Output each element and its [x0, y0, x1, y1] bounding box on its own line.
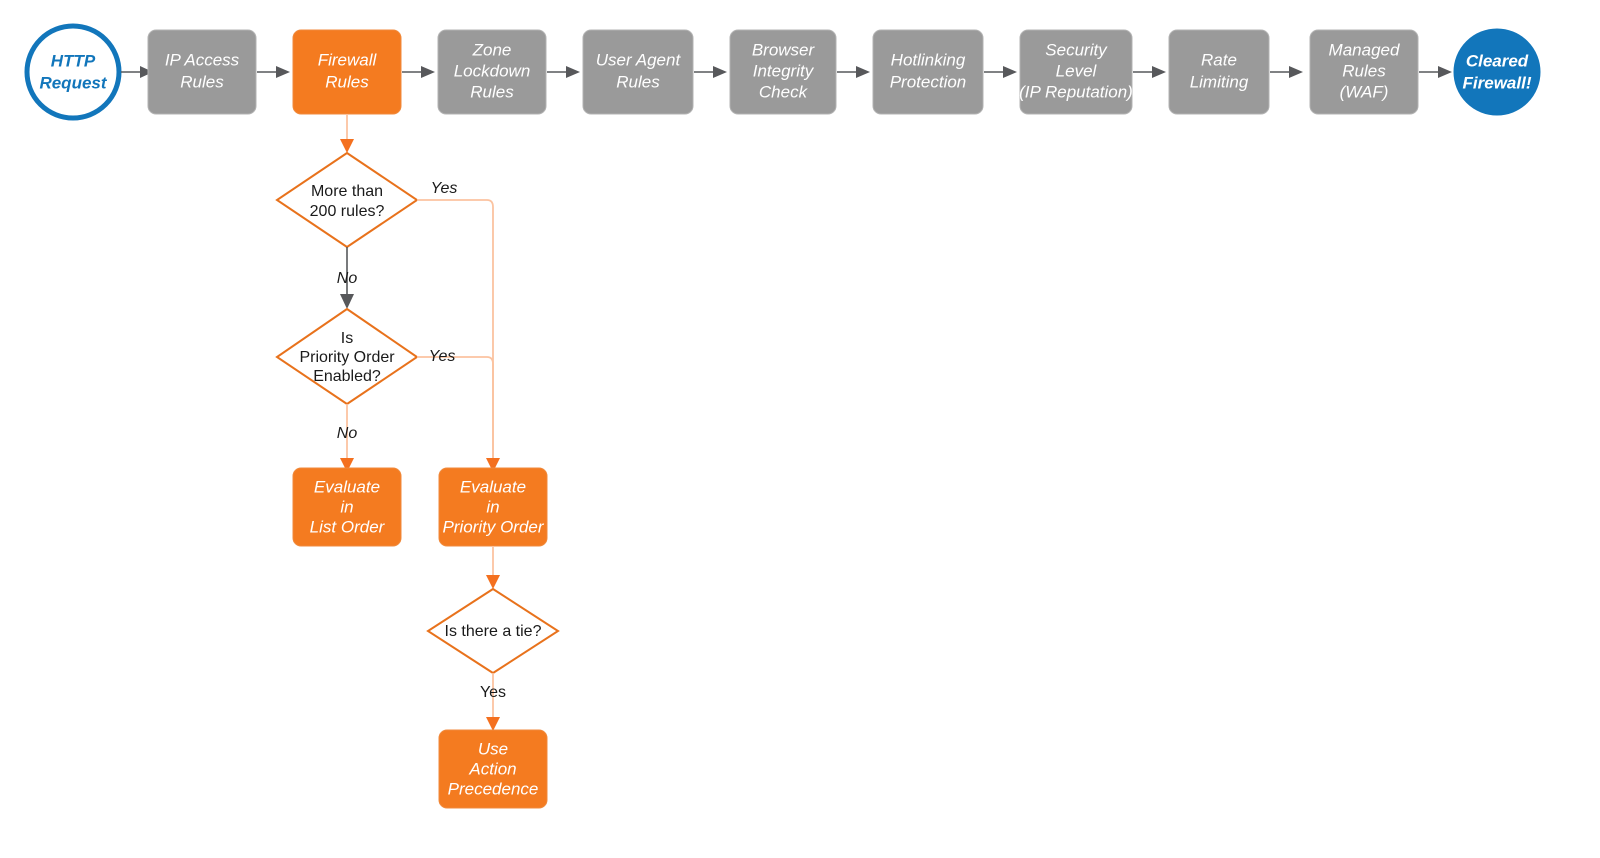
rate-limiting-line-1: Rate: [1201, 50, 1237, 69]
node-use-action-precedence[interactable]: Use Action Precedence: [438, 729, 548, 809]
zone-lockdown-rules-line-1: Zone: [472, 40, 512, 59]
arrowhead-useragent-to-browserintegrity: [713, 66, 727, 78]
node-evaluate-in-priority-order[interactable]: Evaluate in Priority Order: [438, 467, 548, 547]
use-action-precedence-line-2: Action: [468, 759, 516, 778]
node-is-there-a-tie[interactable]: Is there a tie?: [426, 587, 560, 675]
cleared-firewall-line-1: Cleared: [1466, 51, 1529, 70]
arrowhead-priorityorder-to-tie: [486, 575, 500, 589]
firewall-rules-line-2: Rules: [325, 72, 369, 91]
node-more-than-200-rules[interactable]: More than 200 rules?: [275, 151, 419, 249]
arrowhead-hotlinking-to-securitylevel: [1003, 66, 1017, 78]
managed-rules-waf-line-1: Managed: [1329, 40, 1400, 59]
use-action-precedence-line-1: Use: [478, 739, 508, 758]
managed-rules-waf-box: [1309, 29, 1419, 115]
user-agent-rules-line-2: Rules: [616, 72, 660, 91]
node-hotlinking-protection[interactable]: Hotlinking Protection: [872, 29, 984, 115]
hotlinking-protection-line-1: Hotlinking: [891, 50, 966, 69]
security-level-line-3: (IP Reputation): [1019, 82, 1133, 101]
firewall-rules-line-1: Firewall: [318, 50, 378, 69]
node-managed-rules-waf[interactable]: Managed Rules (WAF): [1309, 29, 1419, 115]
evaluate-in-list-order-line-3: List Order: [310, 517, 386, 536]
edge-label-decision1-yes: Yes: [431, 180, 458, 197]
edge-label-decision2-yes: Yes: [429, 348, 456, 365]
edge-decision2-yes: [417, 356, 494, 460]
is-priority-order-enabled-line-3: Enabled?: [313, 368, 381, 385]
rate-limiting-box: [1168, 29, 1270, 115]
user-agent-rules-line-1: User Agent: [596, 50, 682, 69]
browser-integrity-check-line-3: Check: [759, 82, 809, 101]
arrowhead-ipaccess-to-firewall: [276, 66, 290, 78]
use-action-precedence-line-3: Precedence: [448, 779, 539, 798]
node-cleared-firewall[interactable]: Cleared Firewall!: [1453, 28, 1541, 116]
node-rate-limiting[interactable]: Rate Limiting: [1168, 29, 1270, 115]
rate-limiting-line-2: Limiting: [1190, 72, 1249, 91]
user-agent-rules-box: [582, 29, 694, 115]
node-browser-integrity-check[interactable]: Browser Integrity Check: [729, 29, 837, 115]
arrowhead-ratelimiting-to-managedrules: [1289, 66, 1303, 78]
node-zone-lockdown-rules[interactable]: Zone Lockdown Rules: [437, 29, 547, 115]
browser-integrity-check-line-2: Integrity: [753, 61, 815, 80]
arrowhead-zonelockdown-to-useragent: [566, 66, 580, 78]
arrowhead-browserintegrity-to-hotlinking: [856, 66, 870, 78]
node-http-request[interactable]: HTTP Request: [24, 23, 122, 121]
arrowhead-firewall-to-zonelockdown: [421, 66, 435, 78]
managed-rules-waf-line-2: Rules: [1342, 61, 1386, 80]
arrowhead-tie-yes: [486, 717, 500, 731]
node-security-level[interactable]: Security Level (IP Reputation): [1019, 29, 1133, 115]
node-user-agent-rules[interactable]: User Agent Rules: [582, 29, 694, 115]
evaluate-in-priority-order-line-1: Evaluate: [460, 477, 526, 496]
arrowhead-http-to-ipaccess: [140, 66, 153, 78]
zone-lockdown-rules-line-2: Lockdown: [454, 61, 531, 80]
arrowhead-decision2-no: [340, 458, 354, 472]
node-is-priority-order-enabled[interactable]: Is Priority Order Enabled?: [275, 307, 419, 406]
arrowhead-firewall-to-decision1: [340, 139, 354, 153]
is-priority-order-enabled-line-2: Priority Order: [299, 349, 395, 366]
hotlinking-protection-line-2: Protection: [890, 72, 967, 91]
use-action-precedence-box: [438, 729, 548, 809]
hotlinking-protection-box: [872, 29, 984, 115]
edge-label-decision2-no: No: [337, 425, 358, 442]
security-level-box: [1019, 29, 1133, 115]
security-level-line-2: Level: [1056, 61, 1098, 80]
edge-label-tie-yes: Yes: [480, 684, 506, 701]
browser-integrity-check-box: [729, 29, 837, 115]
arrowhead-yes-to-priority-order: [486, 458, 500, 472]
node-ip-access-rules[interactable]: IP Access Rules: [147, 29, 257, 115]
edge-label-decision1-no: No: [337, 270, 358, 287]
zone-lockdown-rules-line-3: Rules: [470, 82, 514, 101]
more-than-200-rules-line-2: 200 rules?: [310, 203, 385, 220]
http-request-circle: [24, 23, 122, 121]
ip-access-rules-box: [147, 29, 257, 115]
managed-rules-waf-line-3: (WAF): [1340, 82, 1389, 101]
is-priority-order-enabled-line-1: Is: [341, 330, 353, 347]
evaluate-in-priority-order-line-3: Priority Order: [442, 517, 544, 536]
browser-integrity-check-line-1: Browser: [752, 40, 816, 59]
arrowhead-managedrules-to-cleared: [1438, 66, 1452, 78]
ip-access-rules-line-1: IP Access: [165, 50, 240, 69]
zone-lockdown-rules-box: [437, 29, 547, 115]
cleared-firewall-line-2: Firewall!: [1463, 73, 1532, 92]
evaluate-in-list-order-box: [292, 467, 402, 547]
security-level-line-1: Security: [1045, 40, 1108, 59]
evaluate-in-list-order-line-2: in: [340, 497, 353, 516]
cleared-firewall-circle: [1453, 28, 1541, 116]
arrowhead-decision1-no: [340, 294, 354, 309]
more-than-200-rules-line-1: More than: [311, 183, 383, 200]
ip-access-rules-line-2: Rules: [180, 72, 224, 91]
is-there-a-tie-line-1: Is there a tie?: [445, 623, 542, 640]
edge-decision1-yes: [417, 199, 494, 460]
evaluate-in-list-order-line-1: Evaluate: [314, 477, 380, 496]
node-firewall-rules[interactable]: Firewall Rules: [292, 29, 402, 115]
http-request-line-2: Request: [39, 73, 107, 92]
arrowhead-securitylevel-to-ratelimiting: [1152, 66, 1166, 78]
evaluate-in-priority-order-line-2: in: [486, 497, 499, 516]
http-request-line-1: HTTP: [51, 51, 96, 70]
node-evaluate-in-list-order[interactable]: Evaluate in List Order: [292, 467, 402, 547]
